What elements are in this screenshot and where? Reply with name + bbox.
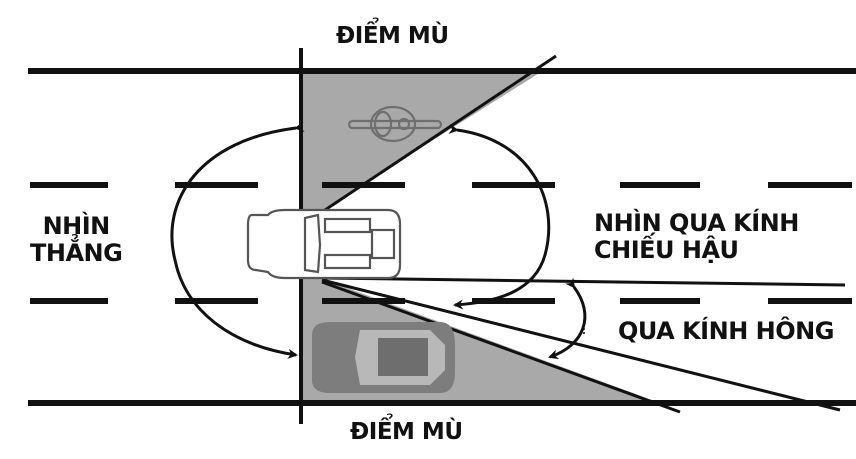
rear-mirror-arrow-arc — [448, 123, 551, 310]
driver-car-icon — [246, 208, 402, 280]
rear-mirror-label-line2: CHIẾU HẬU — [594, 235, 739, 264]
side-mirror-label: QUA KÍNH HÔNG — [618, 317, 834, 345]
blind-spot-zone-top — [301, 72, 541, 210]
look-ahead-label-line2: THẲNG — [30, 238, 123, 267]
blind-spot-label-top: ĐIỂM MÙ — [336, 23, 449, 49]
blind-spot-label-bottom: ĐIỂM MÙ — [350, 419, 463, 445]
rear-mirror-label: NHÌN QUA KÍNH CHIẾU HẬU — [594, 210, 799, 264]
car-in-blind-spot-icon — [312, 322, 455, 393]
look-ahead-label-line1: NHÌN — [42, 212, 111, 240]
side-mirror-sightline-lower — [321, 280, 681, 414]
rear-mirror-sightline-lower — [321, 276, 846, 287]
look-ahead-label: NHÌN THẲNG — [30, 212, 123, 267]
rear-mirror-label-line1: NHÌN QUA KÍNH — [594, 209, 799, 237]
rear-mirror-sightline-upper — [321, 54, 557, 214]
motorcycle-icon — [347, 105, 443, 143]
side-mirror-arrow-arc — [548, 277, 587, 360]
side-mirror-sightline-upper — [321, 278, 841, 412]
look-ahead-arrow-arc — [170, 122, 305, 359]
